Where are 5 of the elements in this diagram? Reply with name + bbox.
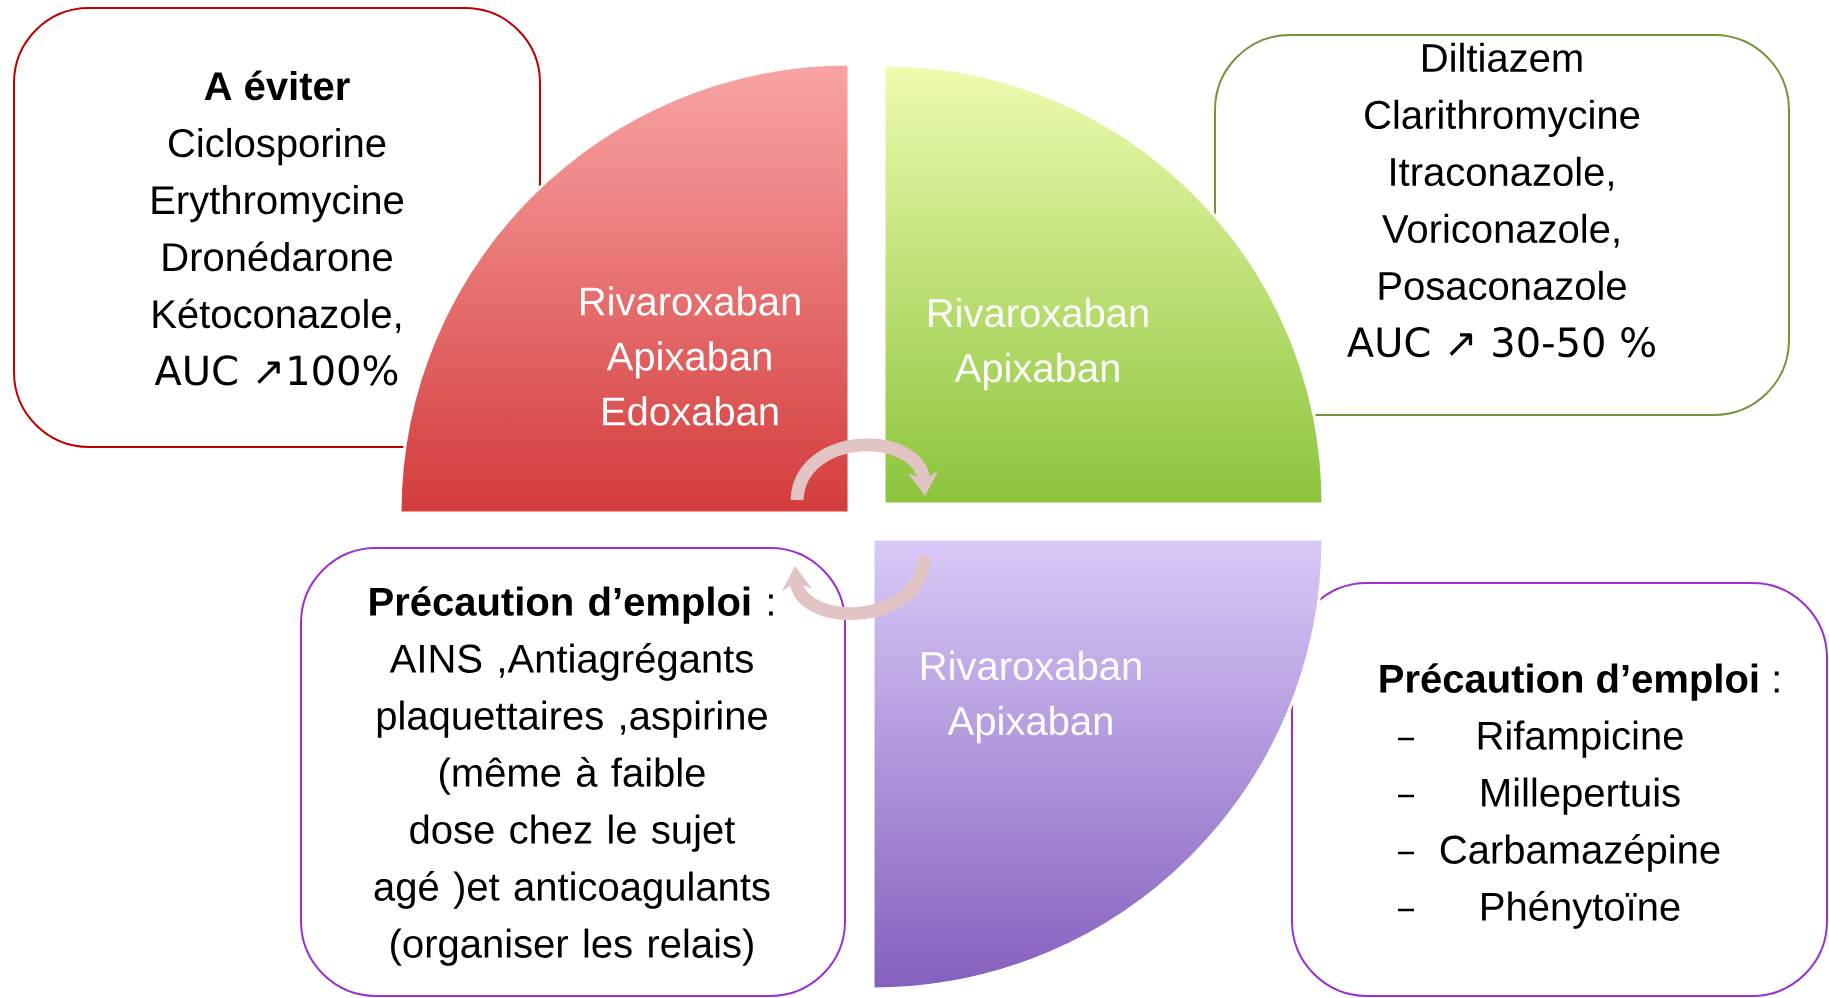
rounded-box: A éviter Ciclosporine Erythromycine Dronédarone Kétoconazole, AUC ↗100%	[13, 7, 541, 448]
rounded-box: Diltiazem Clarithromycine Itraconazole, Voriconazole, Posaconazole AUC ↗ 30-50 %	[1214, 34, 1790, 416]
curved-arrow	[790, 438, 939, 502]
rounded-box: Précaution d’emploi : AINS ,Antiagrégants plaquettaires ,aspirine (même à faible dose chez le sujet agé )et anticoagulants (organiser les relais)	[300, 547, 846, 997]
rounded-box: Précaution d’emploi : Rifampicine Millepertuis Carbamazépine Phénytoïne	[1291, 582, 1828, 997]
